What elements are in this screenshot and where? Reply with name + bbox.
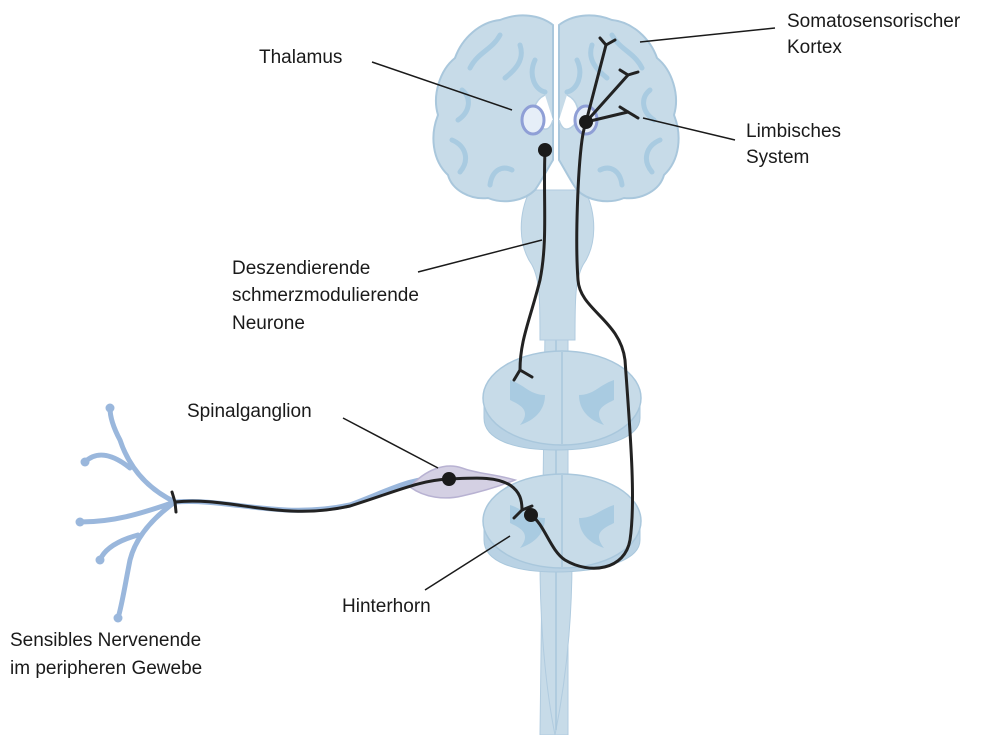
label-somatosensory-line2: Kortex [787, 36, 842, 60]
dorsal-horn-neuron-soma [524, 508, 538, 522]
brainstem-neuron-soma [538, 143, 552, 157]
label-descending-line2: schmerzmodulierende [232, 284, 419, 308]
leader-descending [418, 240, 542, 272]
thalamus-left [522, 106, 544, 134]
peripheral-nerve [80, 408, 440, 618]
leader-dorsal-horn [425, 536, 510, 590]
spinal-section-upper [483, 351, 641, 450]
label-thalamus: Thalamus [259, 46, 342, 70]
label-spinal-ganglion: Spinalganglion [187, 400, 312, 424]
label-descending-line3: Neurone [232, 312, 305, 336]
label-dorsal-horn: Hinterhorn [342, 595, 431, 619]
leader-somatosensory [640, 28, 775, 42]
label-limbic-line2: System [746, 146, 809, 170]
leader-spinal-ganglion [343, 418, 438, 468]
thalamus-neuron-soma [579, 115, 593, 129]
ganglion-neuron-soma [442, 472, 456, 486]
label-nerve-ending-line2: im peripheren Gewebe [10, 657, 202, 681]
brainstem [521, 190, 594, 340]
brain-coronal-section [433, 15, 678, 201]
label-nerve-ending-line1: Sensibles Nervenende [10, 629, 201, 653]
label-descending-line1: Deszendierende [232, 257, 370, 281]
label-somatosensory-line1: Somatosensorischer [787, 10, 960, 34]
label-limbic-line1: Limbisches [746, 120, 841, 144]
